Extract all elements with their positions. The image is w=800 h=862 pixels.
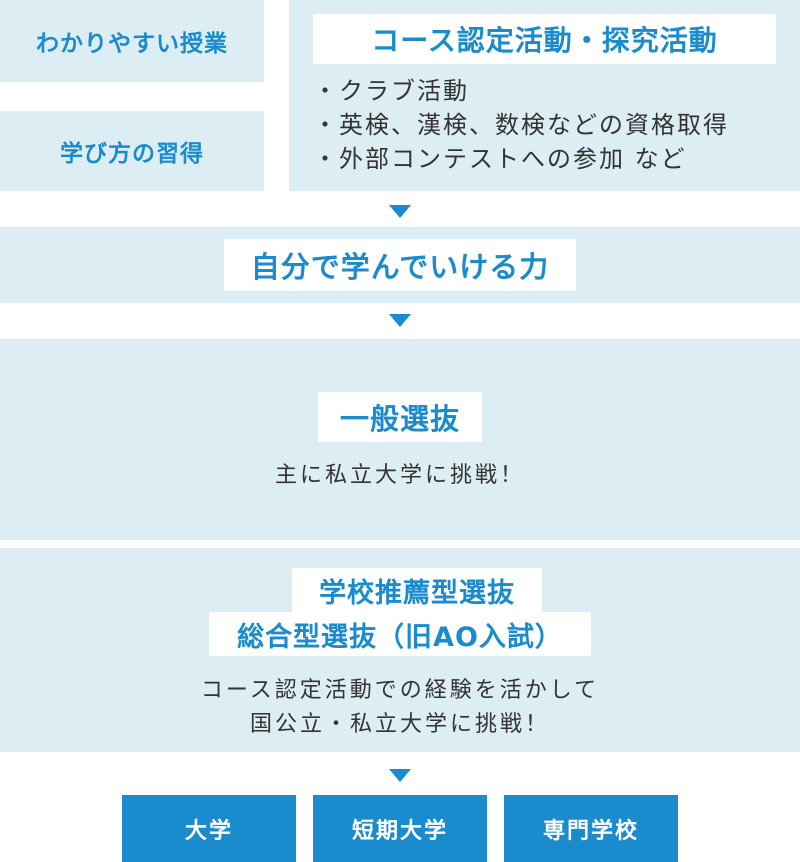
down-arrow-icon <box>389 314 411 327</box>
self-learning-title: 自分で学んでいける力 <box>224 239 576 291</box>
activity-title: コース認定活動・探究活動 <box>313 14 776 64</box>
self-learning-box: 自分で学んでいける力 <box>0 227 800 303</box>
destination-junior-college: 短期大学 <box>313 795 487 862</box>
down-arrow-icon <box>389 205 411 218</box>
activity-item: 英検、漢検、数検などの資格取得 <box>313 108 729 142</box>
recommendation-title-line1: 学校推薦型選抜 <box>292 568 542 612</box>
lesson-box: わかりやすい授業 <box>0 0 264 82</box>
recommendation-desc-line1: コース認定活動での経験を活かして <box>200 678 600 703</box>
learning-method-box: 学び方の習得 <box>0 111 264 191</box>
recommendation-selection-box: 学校推薦型選抜 総合型選抜（旧AO入試） コース認定活動での経験を活かして 国公… <box>0 548 800 752</box>
down-arrow-icon <box>389 769 411 782</box>
activity-item: クラブ活動 <box>313 74 729 108</box>
recommendation-desc-line2: 国公立・私立大学に挑戦！ <box>249 712 550 737</box>
activity-list: クラブ活動 英検、漢検、数検などの資格取得 外部コンテストへの参加 など <box>313 74 729 176</box>
activity-item: 外部コンテストへの参加 など <box>313 142 729 176</box>
activity-box: コース認定活動・探究活動 クラブ活動 英検、漢検、数検などの資格取得 外部コンテ… <box>289 0 800 191</box>
recommendation-title-line2: 総合型選抜（旧AO入試） <box>209 612 591 656</box>
learning-method-label: 学び方の習得 <box>60 141 204 167</box>
general-selection-desc: 主に私立大学に挑戦！ <box>274 463 525 488</box>
destination-vocational-school: 専門学校 <box>504 795 678 862</box>
destination-university: 大学 <box>122 795 296 862</box>
lesson-label: わかりやすい授業 <box>36 31 228 57</box>
general-selection-title: 一般選抜 <box>318 392 482 442</box>
general-selection-box: 一般選抜 主に私立大学に挑戦！ <box>0 339 800 540</box>
